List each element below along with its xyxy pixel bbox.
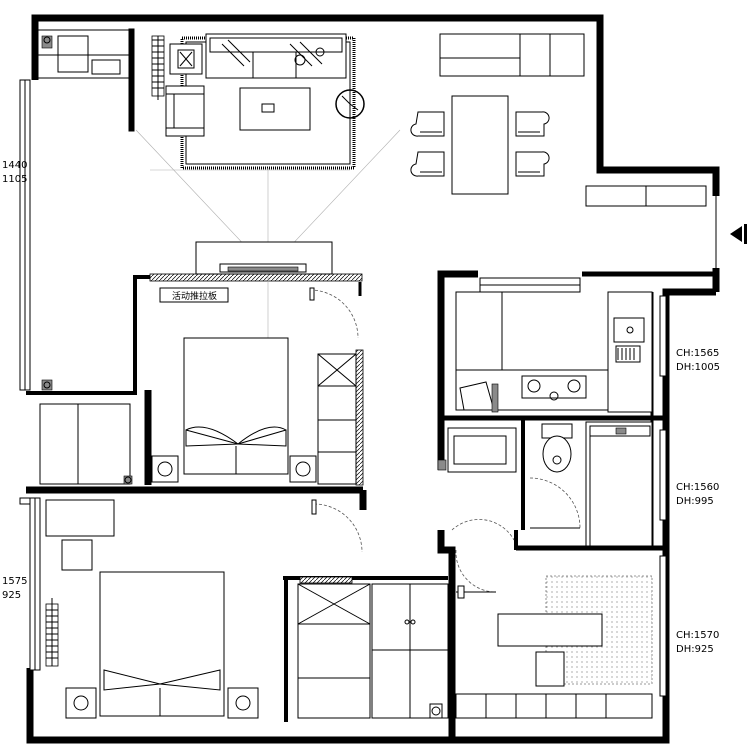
dimension-labels: 1440 1105 1575 925 CH:1565 DH:1005 CH:15… [2, 160, 720, 655]
study [455, 549, 653, 719]
radiator-icon [151, 35, 165, 100]
living-room [135, 33, 401, 350]
balcony-top-dim-2: 1105 [2, 174, 27, 185]
kitchen-window-dh: DH:1005 [676, 362, 720, 373]
balcony-top [19, 28, 135, 391]
radiator-icon-2 [45, 598, 59, 667]
kitchen-window-ch: CH:1565 [676, 348, 719, 359]
storage-left [39, 36, 133, 485]
bath-window-dh: DH:995 [676, 496, 714, 507]
top-cabinets [439, 33, 707, 207]
dining-area [410, 95, 550, 195]
bedroom-2 [45, 499, 363, 719]
entrance[interactable] [715, 196, 747, 268]
balcony-bottom [29, 497, 41, 671]
bedroom-1: 活动推拉板 [151, 287, 359, 485]
kitchen [455, 277, 653, 413]
bathroom [437, 421, 653, 547]
balcony-bottom-dim-2: 925 [2, 590, 21, 601]
wardrobe-bottom [297, 583, 449, 719]
balcony-bottom-dim-1: 1575 [2, 576, 27, 587]
right-windows [19, 295, 667, 697]
outer-walls [26, 14, 720, 744]
balcony-top-dim-1: 1440 [2, 160, 27, 171]
study-window-ch: CH:1570 [676, 630, 719, 641]
bath-window-ch: CH:1560 [676, 482, 719, 493]
study-window-dh: DH:925 [676, 644, 714, 655]
bath-door-swing [451, 519, 515, 541]
sliding-door-label: 活动推拉板 [172, 290, 217, 302]
wall-clock-icon [335, 89, 365, 119]
entrance-arrow-icon[interactable] [730, 226, 742, 242]
